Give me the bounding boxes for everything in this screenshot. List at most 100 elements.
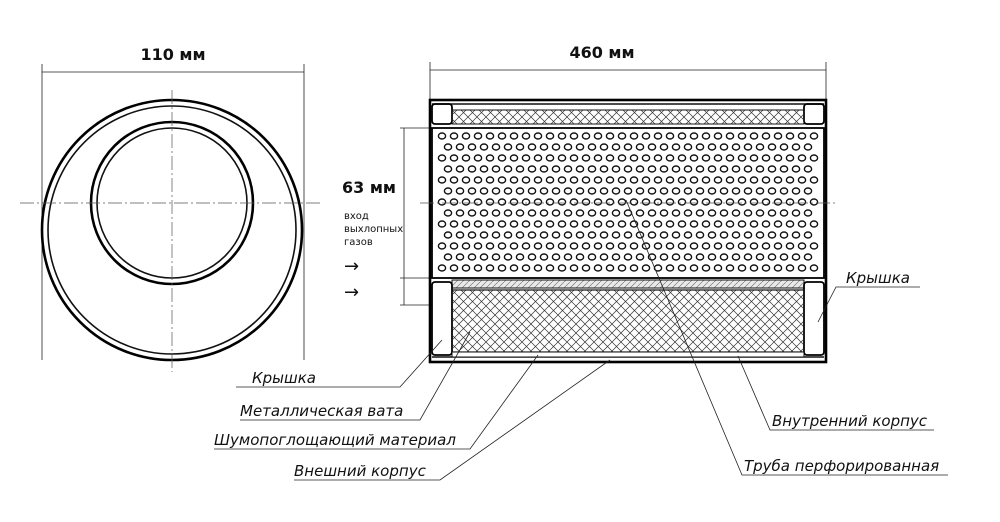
perforation-hole [611, 231, 621, 239]
perforation-hole [803, 209, 813, 217]
perforation-hole [767, 231, 777, 239]
perforation-hole [731, 187, 741, 195]
perforation-hole [623, 143, 633, 151]
perforation-hole [587, 253, 597, 261]
perforation-hole [449, 176, 459, 184]
perforation-hole [581, 198, 591, 206]
perforation-hole [485, 242, 495, 250]
diameter-label: 110 мм [140, 45, 205, 64]
perforation-hole [809, 132, 819, 140]
perforation-hole [473, 220, 483, 228]
perforation-hole [533, 198, 543, 206]
perforation-hole [785, 154, 795, 162]
perforation-hole [545, 132, 555, 140]
perforation-hole [743, 165, 753, 173]
perforation-hole [575, 187, 585, 195]
label-metal-wool: Металлическая вата [240, 402, 403, 420]
leader-outer-shell [294, 359, 611, 481]
perforation-hole [623, 253, 633, 261]
perforation-hole [575, 165, 585, 173]
perforation-hole [683, 209, 693, 217]
perforation-hole [497, 264, 507, 272]
perforation-hole [581, 264, 591, 272]
perforation-hole [491, 187, 501, 195]
perforation-hole [521, 176, 531, 184]
perforation-hole [581, 154, 591, 162]
perforation-hole [659, 143, 669, 151]
perforation-hole [635, 187, 645, 195]
perforation-hole [809, 264, 819, 272]
perforation-hole [635, 253, 645, 261]
perforation-hole [695, 165, 705, 173]
perforation-hole [677, 132, 687, 140]
perforation-hole [593, 242, 603, 250]
perforation-hole [641, 198, 651, 206]
perforation-hole [689, 154, 699, 162]
perforation-hole [539, 165, 549, 173]
perforation-hole [479, 143, 489, 151]
perforation-hole [731, 165, 741, 173]
perforation-hole [467, 143, 477, 151]
perforation-hole [791, 187, 801, 195]
perforation-hole [533, 220, 543, 228]
perforation-hole [797, 264, 807, 272]
perforation-hole [557, 198, 567, 206]
perforation-hole [545, 176, 555, 184]
perforation-hole [761, 132, 771, 140]
perforation-hole [737, 264, 747, 272]
perforation-hole [791, 231, 801, 239]
perforation-hole [773, 198, 783, 206]
perforation-hole [461, 154, 471, 162]
perforation-hole [599, 187, 609, 195]
perforation-hole [737, 198, 747, 206]
callout-labels: Крышка Металлическая вата Шумопоглощающи… [214, 269, 939, 480]
perforation-hole [557, 154, 567, 162]
perforation-hole [611, 143, 621, 151]
perforation-hole [497, 154, 507, 162]
perforation-hole [749, 176, 759, 184]
top-sound-absorbing-layer [451, 109, 805, 125]
perforation-hole [461, 242, 471, 250]
perforation-hole [689, 220, 699, 228]
perforation-hole [545, 220, 555, 228]
perforation-hole [575, 253, 585, 261]
outer-shell-outline [428, 98, 828, 364]
perforation-hole [785, 176, 795, 184]
perforation-hole [473, 198, 483, 206]
perforation-hole [551, 253, 561, 261]
perforation-hole [485, 220, 495, 228]
perforation-hole [437, 242, 447, 250]
perforation-hole [683, 187, 693, 195]
perforation-hole [725, 242, 735, 250]
perforation-hole [779, 187, 789, 195]
perforation-hole [809, 176, 819, 184]
perforation-hole [623, 231, 633, 239]
perforation-hole [641, 264, 651, 272]
perforation-hole [695, 187, 705, 195]
perforation-hole [503, 209, 513, 217]
perforation-hole [443, 143, 453, 151]
perforation-hole [785, 242, 795, 250]
perforation-hole [557, 264, 567, 272]
perforation-hole [461, 132, 471, 140]
perforation-hole [743, 209, 753, 217]
perforation-hole [785, 220, 795, 228]
leader-metal-wool [240, 331, 471, 421]
perforation-hole [743, 231, 753, 239]
perforation-hole [479, 209, 489, 217]
perforation-hole [611, 187, 621, 195]
perforation-hole [605, 242, 615, 250]
perforation-hole [485, 154, 495, 162]
perforation-hole [449, 220, 459, 228]
perforation-hole [491, 165, 501, 173]
perforation-hole [749, 154, 759, 162]
perforation-hole [587, 143, 597, 151]
perforation-hole [671, 165, 681, 173]
perforation-hole [791, 165, 801, 173]
inlet-arrow-2: → [344, 282, 359, 303]
perforation-hole [545, 264, 555, 272]
perforation-hole [785, 132, 795, 140]
perforation-hole [569, 242, 579, 250]
perforation-hole [593, 264, 603, 272]
perforation-hole [707, 209, 717, 217]
